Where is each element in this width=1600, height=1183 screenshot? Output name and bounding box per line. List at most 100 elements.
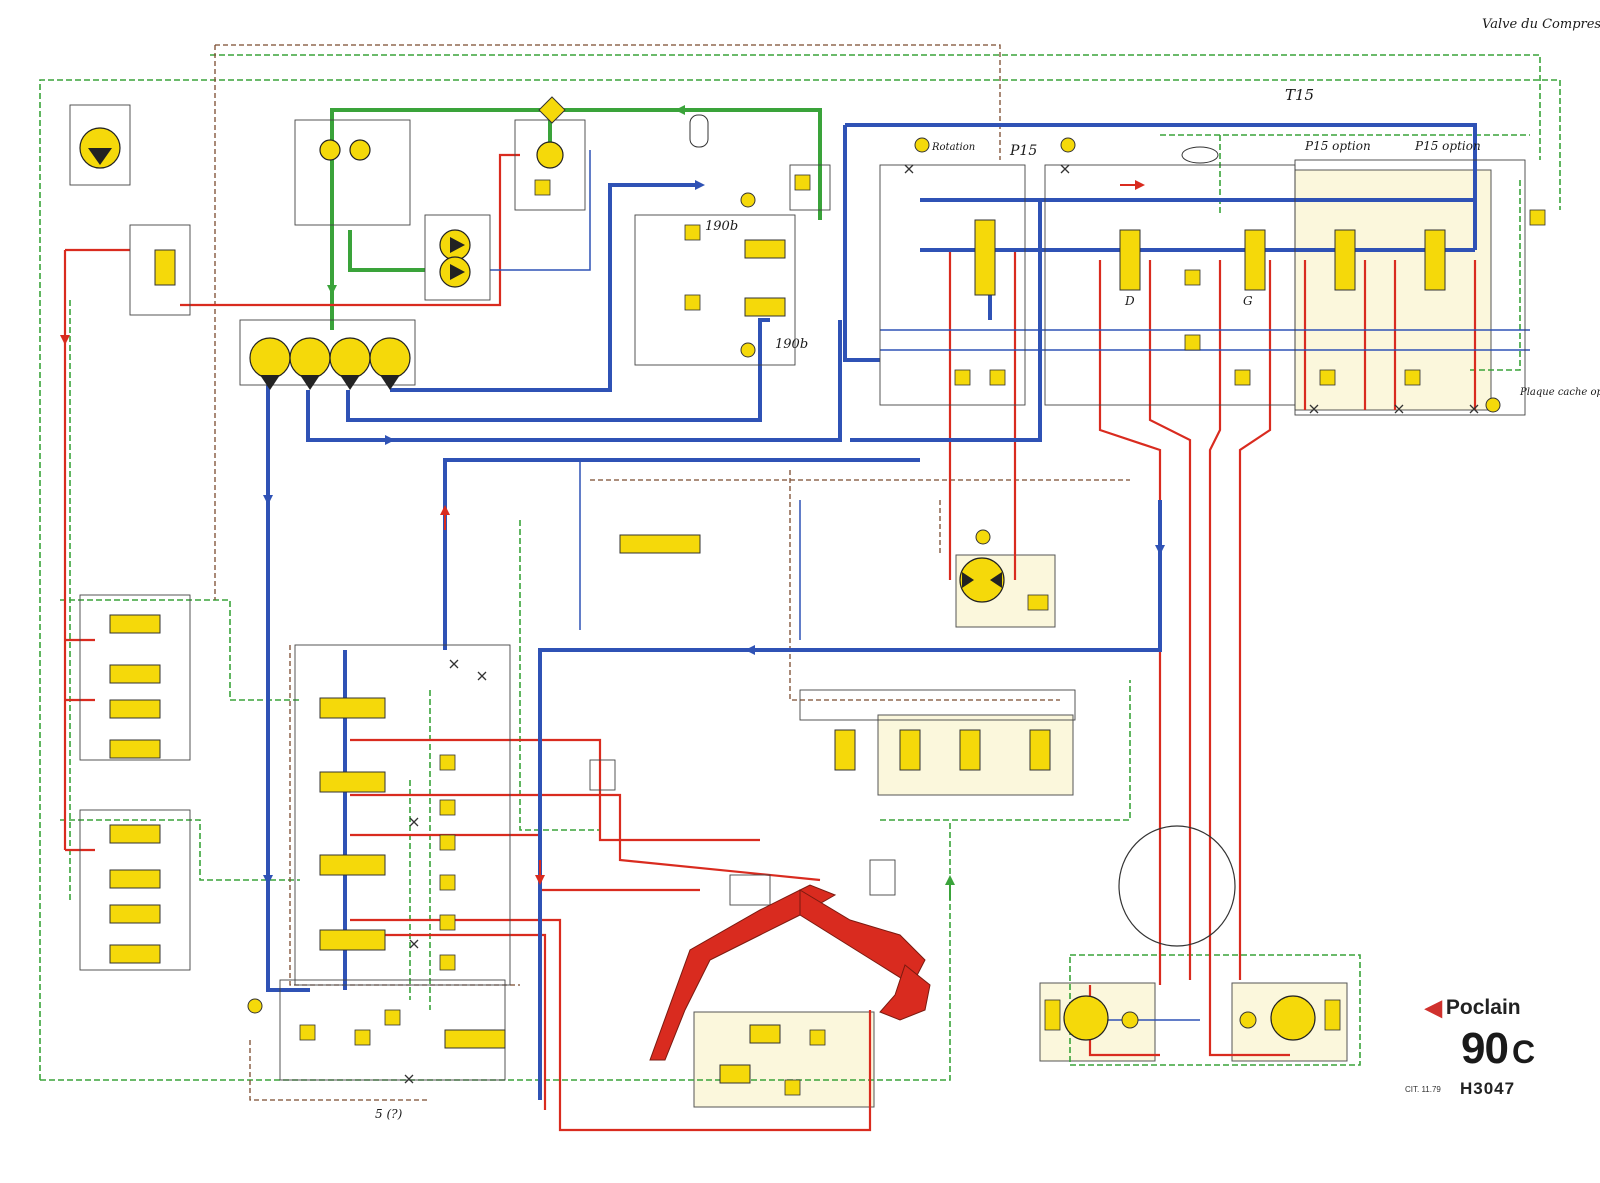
note-p15-option-a: P15 option — [1304, 139, 1371, 153]
pilot-supply-main — [330, 108, 822, 330]
pilot-block-spool-2 — [744, 297, 786, 317]
pilot-block-spool-1 — [744, 239, 786, 259]
relief-r7 — [954, 369, 971, 386]
relief-r23 — [1324, 999, 1341, 1031]
note-sig: 5 (?) — [375, 1107, 403, 1121]
filters — [538, 96, 1219, 164]
aux-valve-2 — [899, 729, 921, 771]
left-pilot-valves-1 — [79, 594, 191, 761]
relief-r13 — [1234, 369, 1251, 386]
note-p15: P15 — [1009, 143, 1037, 159]
drain-bottom — [249, 1040, 430, 1101]
note-rotation: Rotation — [931, 142, 975, 153]
pilot-right — [1470, 180, 1521, 371]
component-frames — [69, 104, 1526, 1081]
left-travel-motor — [1063, 995, 1109, 1041]
relief-r11 — [1319, 369, 1336, 386]
component-zones — [693, 169, 1492, 1108]
relief-r3 — [439, 834, 456, 851]
option-spool-b — [1424, 229, 1446, 291]
bucket-ctrl-spool-2 — [719, 1064, 751, 1084]
pilot-left-feed-2 — [60, 819, 300, 881]
note-190b-bottom: 190b — [775, 337, 808, 352]
pumps — [79, 127, 1316, 1041]
pilot-valve-left-5 — [109, 824, 161, 844]
main-pump-4-wedge — [380, 375, 400, 390]
gauge-swing — [975, 529, 991, 545]
relief-r9 — [1184, 269, 1201, 286]
main-pump-2-wedge — [300, 375, 320, 390]
filter-diamond — [538, 96, 566, 124]
relief-valve-frame — [129, 224, 191, 316]
poclain-logo: ◀ Poclain — [1425, 996, 1585, 1020]
main-distributor-frame — [294, 644, 511, 986]
relief-r5 — [439, 914, 456, 931]
main-pump-3-wedge — [340, 375, 360, 390]
gauge-pilot-top — [740, 192, 756, 208]
note-190b-top: 190b — [705, 219, 738, 234]
small-relief-valves — [299, 174, 1546, 1096]
relief-r22 — [1044, 999, 1061, 1031]
swing-motor-wedge-r — [990, 572, 1002, 588]
gauge-pilot-bottom — [740, 342, 756, 358]
tank-frame — [69, 104, 131, 186]
drain-aux — [789, 470, 1060, 701]
main-pump-3 — [329, 337, 371, 379]
aux-valve-4 — [1029, 729, 1051, 771]
relief-r26 — [1027, 594, 1049, 611]
excavator-boom — [649, 884, 931, 1061]
pilot-loop-bottom — [40, 820, 951, 1081]
relief-r17 — [794, 174, 811, 191]
relief-r15 — [684, 294, 701, 311]
relief-r8 — [989, 369, 1006, 386]
gauge-option — [1485, 397, 1501, 413]
gauge-rotation — [914, 137, 930, 153]
note-d: D — [1124, 294, 1135, 308]
pilot-aux — [880, 680, 1131, 821]
drawing-reference: H3047 — [1460, 1079, 1516, 1098]
flow-arrows — [60, 105, 1165, 900]
pressure-boom-2 — [350, 793, 821, 882]
x3 — [1309, 404, 1319, 414]
left-track-indicator — [1121, 1011, 1139, 1029]
top-relief-frame — [789, 164, 831, 211]
swing-motor-wedge-l — [962, 572, 974, 588]
relief-r14 — [684, 224, 701, 241]
return-track-collector — [850, 200, 1042, 442]
relief-r16 — [534, 179, 551, 196]
drain-valve-bank — [289, 645, 520, 986]
relief-r19 — [299, 1024, 316, 1041]
note-p15-option-b: P15 option — [1414, 139, 1481, 153]
main-pump-frame — [239, 319, 416, 386]
pilot-valve-left-7 — [109, 904, 161, 924]
bucket-control-zone — [693, 1011, 875, 1108]
main-pump-1 — [249, 337, 291, 379]
drain-lines — [214, 44, 1130, 1101]
return-upper-bank — [843, 125, 880, 362]
boom-check-frame — [729, 874, 771, 906]
x8 — [409, 817, 419, 827]
hand-control-spool — [619, 534, 701, 554]
note-plug: Plaque cache option — [1519, 387, 1600, 398]
pilot-supply-accumulator — [348, 230, 425, 272]
note-t15: T15 — [1285, 86, 1314, 104]
reservoir — [689, 114, 709, 148]
pilot-block-frame — [634, 214, 796, 366]
main-pump-4 — [369, 337, 411, 379]
swing-bank-frame — [879, 164, 1026, 406]
x4 — [1394, 404, 1404, 414]
pilot-valve-left-4 — [109, 739, 161, 759]
pressure-left-track-2 — [1148, 260, 1192, 980]
charge-pump-wedge — [88, 148, 112, 165]
boom-spool — [319, 697, 386, 719]
pressure-option-b — [1393, 260, 1477, 410]
x7 — [477, 671, 487, 681]
inspection-circle — [1118, 825, 1236, 947]
left-pilot-valves-2 — [79, 809, 191, 971]
right-track-spool — [1244, 229, 1266, 291]
relief-r24 — [809, 1029, 826, 1046]
pilot-valve-left-8 — [109, 944, 161, 964]
x5 — [1469, 404, 1479, 414]
pilot-valve-left-3 — [109, 699, 161, 719]
